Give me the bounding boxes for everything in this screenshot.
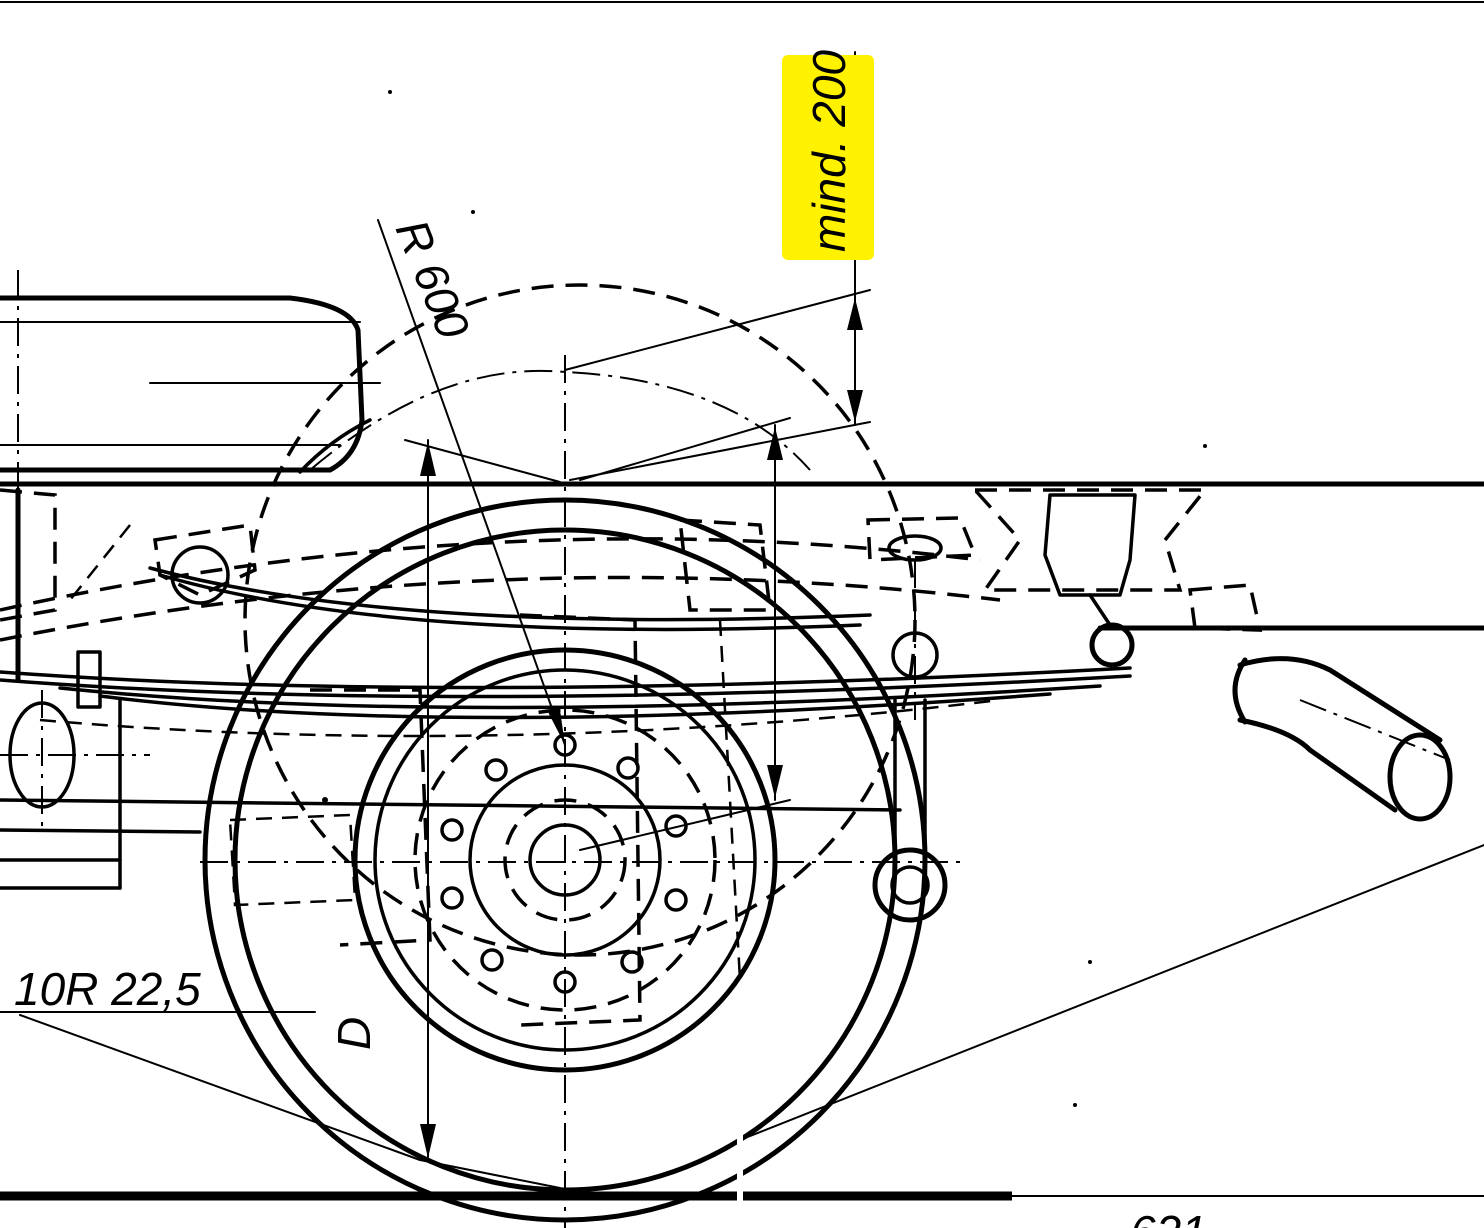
clearance-highlight bbox=[782, 55, 874, 260]
radius-dimension bbox=[309, 219, 811, 746]
shaft-flange bbox=[0, 690, 150, 830]
stray-dots bbox=[322, 90, 1207, 1107]
tire-size-label: 10R 22,5 bbox=[14, 963, 201, 1015]
exhaust-pipe bbox=[1232, 656, 1453, 822]
diameter-dimension bbox=[404, 417, 791, 1161]
chassis-frame bbox=[0, 481, 1484, 890]
clearance-label: mind. 200 bbox=[803, 50, 855, 252]
tire-leader bbox=[0, 844, 1484, 1189]
brake-assembly bbox=[228, 518, 772, 1027]
leaf-spring bbox=[0, 537, 1132, 738]
rear-spring-hanger bbox=[866, 488, 1263, 668]
front-spring-hanger bbox=[0, 487, 257, 709]
partial-bottom-label: 621 bbox=[1130, 1206, 1207, 1228]
center-lines bbox=[17, 270, 960, 1228]
ground-line bbox=[0, 1130, 1484, 1205]
body-block bbox=[0, 295, 381, 474]
diameter-label: D bbox=[328, 1017, 380, 1050]
